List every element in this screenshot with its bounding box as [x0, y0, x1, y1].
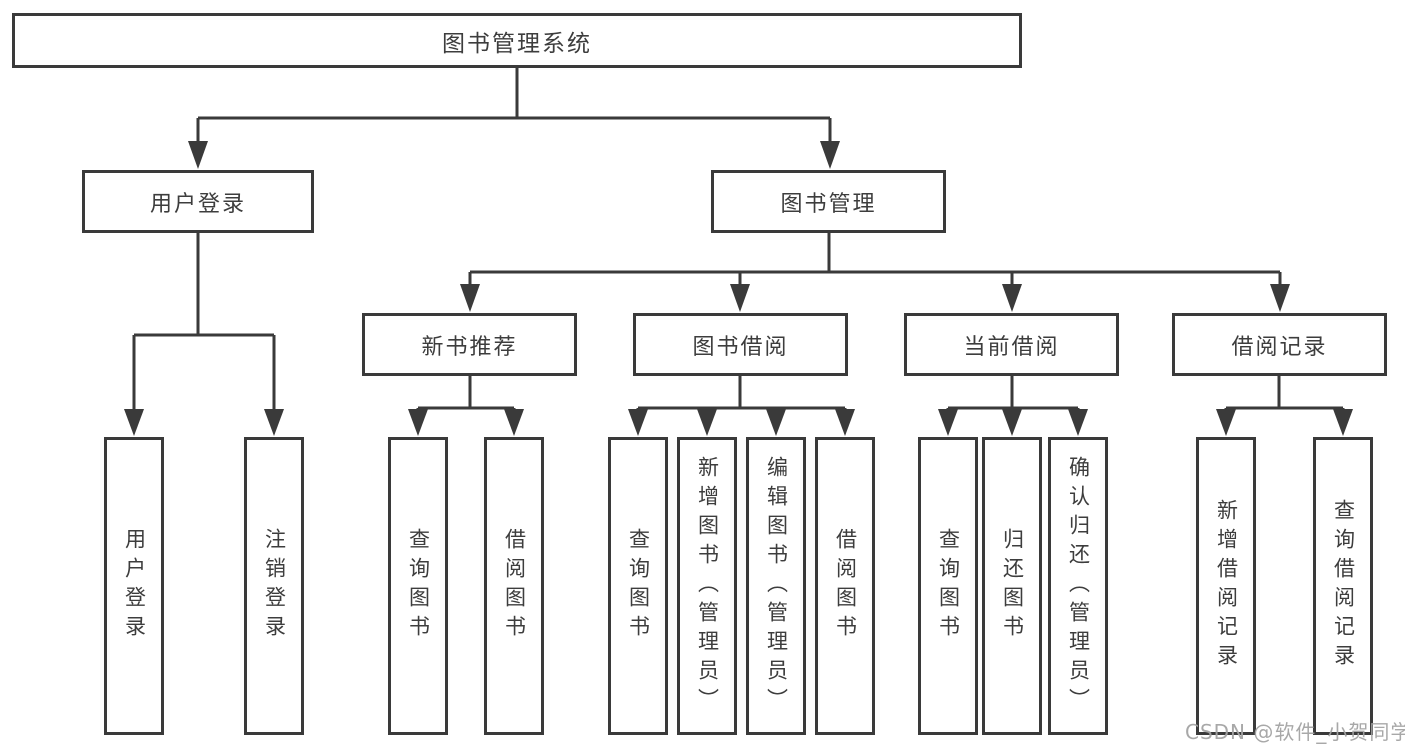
node-logout-leaf: 注销登录 — [244, 437, 304, 735]
edge-lines — [132, 68, 1345, 412]
node-add-borrow-record-label: 新增借阅记录 — [1214, 499, 1239, 673]
node-borrow-books-leaf: 借阅图书 — [815, 437, 875, 735]
csdn-watermark: CSDN @软件_小贺同学 — [1185, 720, 1405, 744]
node-confirm-return-admin-label: 确认归还（管理员） — [1066, 455, 1091, 717]
node-confirm-return-admin: 确认归还（管理员） — [1048, 437, 1108, 735]
node-book-borrow-label: 图书借阅 — [692, 334, 789, 360]
node-current-borrow: 当前借阅 — [904, 313, 1119, 376]
node-root-label: 图书管理系统 — [442, 30, 592, 57]
node-add-book-admin: 新增图书（管理员） — [677, 437, 737, 735]
node-user-login-label: 用户登录 — [149, 191, 246, 217]
node-borrow-books-leaf-label: 借阅图书 — [833, 528, 858, 644]
arrowheads — [124, 141, 1353, 436]
node-query-books-recommend: 查询图书 — [388, 437, 448, 735]
node-query-books-recommend-label: 查询图书 — [406, 528, 431, 644]
node-query-books-borrow: 查询图书 — [608, 437, 668, 735]
node-edit-book-admin-label: 编辑图书（管理员） — [764, 455, 789, 717]
node-query-borrow-record-label: 查询借阅记录 — [1331, 499, 1356, 673]
node-query-books-borrow-label: 查询图书 — [626, 528, 651, 644]
node-borrow-books-recommend: 借阅图书 — [484, 437, 544, 735]
node-edit-book-admin: 编辑图书（管理员） — [746, 437, 806, 735]
node-logout-leaf-label: 注销登录 — [262, 528, 287, 644]
node-borrow-record: 借阅记录 — [1172, 313, 1387, 376]
node-book-borrow: 图书借阅 — [633, 313, 848, 376]
node-add-book-admin-label: 新增图书（管理员） — [695, 455, 720, 717]
node-query-books-current-label: 查询图书 — [936, 528, 961, 644]
node-add-borrow-record: 新增借阅记录 — [1196, 437, 1256, 735]
node-return-book-label: 归还图书 — [1000, 528, 1025, 644]
node-query-borrow-record: 查询借阅记录 — [1313, 437, 1373, 735]
node-return-book: 归还图书 — [982, 437, 1042, 735]
node-new-book-recommend: 新书推荐 — [362, 313, 577, 376]
node-book-management: 图书管理 — [711, 170, 946, 233]
node-current-borrow-label: 当前借阅 — [963, 334, 1060, 360]
node-user-login-leaf: 用户登录 — [104, 437, 164, 735]
node-borrow-books-recommend-label: 借阅图书 — [502, 528, 527, 644]
node-user-login: 用户登录 — [82, 170, 314, 233]
node-book-management-label: 图书管理 — [780, 191, 877, 217]
node-new-book-recommend-label: 新书推荐 — [421, 334, 518, 360]
node-root-library-system: 图书管理系统 — [12, 13, 1022, 68]
node-borrow-record-label: 借阅记录 — [1231, 334, 1328, 360]
node-user-login-leaf-label: 用户登录 — [122, 528, 147, 644]
node-query-books-current: 查询图书 — [918, 437, 978, 735]
